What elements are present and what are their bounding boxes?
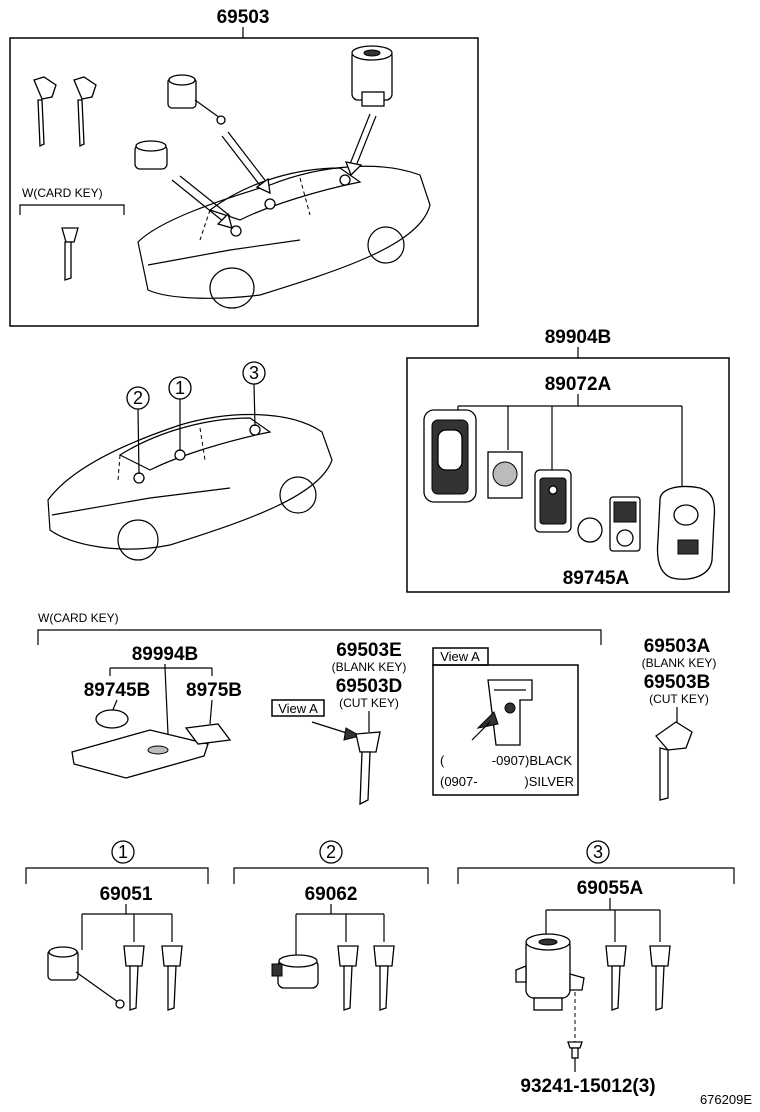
- part-number-69503B: 69503B: [644, 672, 711, 693]
- blank-key-label: (BLANK KEY): [642, 656, 717, 670]
- view-a-tag: [271, 699, 325, 717]
- cut-key-label: (CUT KEY): [339, 696, 399, 710]
- bolt-icon: [567, 1041, 583, 1059]
- svg-text:1: 1: [118, 842, 128, 862]
- mechanical-key-icon: [655, 721, 693, 801]
- part-number-8975B: 8975B: [186, 680, 242, 701]
- smart-key-case-icon: [423, 409, 477, 503]
- key-icon: [73, 76, 97, 148]
- circuit-board-icon: [534, 469, 572, 533]
- svg-text:2: 2: [133, 388, 143, 408]
- figure-code: 676209E: [700, 1092, 752, 1107]
- leader-line: [81, 904, 173, 950]
- part-number-69503: 69503: [217, 7, 270, 28]
- car-illustration: [47, 413, 333, 561]
- part-number-69055A: 69055A: [577, 878, 644, 899]
- svg-text:3: 3: [593, 842, 603, 862]
- ignition-cylinder-icon: [134, 140, 168, 170]
- door-lock-cylinder-icon: [47, 946, 125, 1009]
- view-a-title-box: [432, 647, 489, 666]
- part-number-69503A: 69503A: [644, 636, 711, 657]
- callout-2: 2: [319, 840, 343, 864]
- view-a-row1-text: -0907)BLACK: [492, 753, 573, 768]
- view-a-frame: [432, 664, 579, 796]
- leader-line: [545, 898, 661, 942]
- battery-icon: [577, 517, 603, 543]
- callout-3: 3: [586, 840, 610, 864]
- leader-line: [295, 904, 385, 955]
- part-number-69503E: 69503E: [336, 640, 402, 661]
- part-number-89745B: 89745B: [84, 680, 151, 701]
- part-number-89745A: 89745A: [563, 568, 630, 589]
- leader-line: [109, 664, 213, 735]
- arrow-icon: [311, 721, 362, 741]
- svg-text:3: 3: [249, 363, 259, 383]
- key-icon: [337, 945, 359, 1011]
- card-key-label: W(CARD KEY): [22, 186, 103, 200]
- key-icon: [123, 945, 145, 1011]
- card-key-icon: [71, 729, 209, 779]
- top-frame: [9, 37, 479, 327]
- arrow-icon: [171, 175, 233, 229]
- cut-key-label: (CUT KEY): [649, 692, 709, 706]
- mechanical-key-icon: [355, 731, 381, 806]
- view-a-row1-paren: (: [440, 753, 445, 768]
- card-key-insert-icon: [184, 723, 232, 745]
- card-key-group-label: W(CARD KEY): [38, 611, 119, 625]
- svg-text:1: 1: [175, 378, 185, 398]
- smart-key-fob-icon: [656, 485, 716, 580]
- part-number-69062: 69062: [305, 884, 358, 905]
- part-number-93241-15012: 93241-15012(3): [520, 1076, 655, 1097]
- key-icon: [373, 945, 395, 1011]
- part-number-89072A: 89072A: [545, 374, 612, 395]
- bracket-line: [457, 867, 735, 884]
- svg-text:2: 2: [326, 842, 336, 862]
- battery-icon: [95, 709, 129, 729]
- key-icon: [649, 945, 671, 1011]
- callout-1: 1: [111, 840, 135, 864]
- bracket-line: [19, 204, 125, 215]
- bracket-line: [233, 867, 429, 884]
- view-a-title: View A: [440, 649, 480, 664]
- key-icon: [161, 945, 183, 1011]
- part-number-89994B: 89994B: [132, 644, 199, 665]
- view-a-row2-code: (0907-: [440, 774, 478, 789]
- trunk-lock-cylinder-icon: [515, 933, 585, 1011]
- smart-key-frame: [406, 357, 730, 593]
- card-key-icon: [61, 227, 79, 281]
- arrow-icon: [221, 131, 271, 195]
- bracket-line: [37, 629, 602, 645]
- key-icon: [33, 76, 57, 148]
- trunk-lock-cylinder-icon: [351, 45, 393, 107]
- view-a-row2-color: )SILVER: [524, 774, 574, 789]
- bracket-line: [25, 867, 209, 884]
- door-lock-cylinder-icon: [167, 74, 226, 125]
- callout-1: 1: [168, 376, 192, 451]
- key-icon: [605, 945, 627, 1011]
- callout-3: 3: [242, 361, 266, 427]
- arrow-icon: [344, 113, 377, 177]
- ignition-cylinder-icon: [271, 954, 319, 989]
- view-a-tag-label: View A: [278, 701, 318, 716]
- part-number-69051: 69051: [100, 884, 153, 905]
- car-illustration: [137, 165, 431, 309]
- part-number-89904B: 89904B: [545, 327, 612, 348]
- callout-2: 2: [126, 386, 150, 475]
- key-detail-icon: [471, 679, 533, 746]
- blank-key-label: (BLANK KEY): [332, 660, 407, 674]
- battery-holder-icon: [609, 496, 641, 552]
- part-number-69503D: 69503D: [336, 676, 403, 697]
- smart-key-label-icon: [487, 451, 523, 499]
